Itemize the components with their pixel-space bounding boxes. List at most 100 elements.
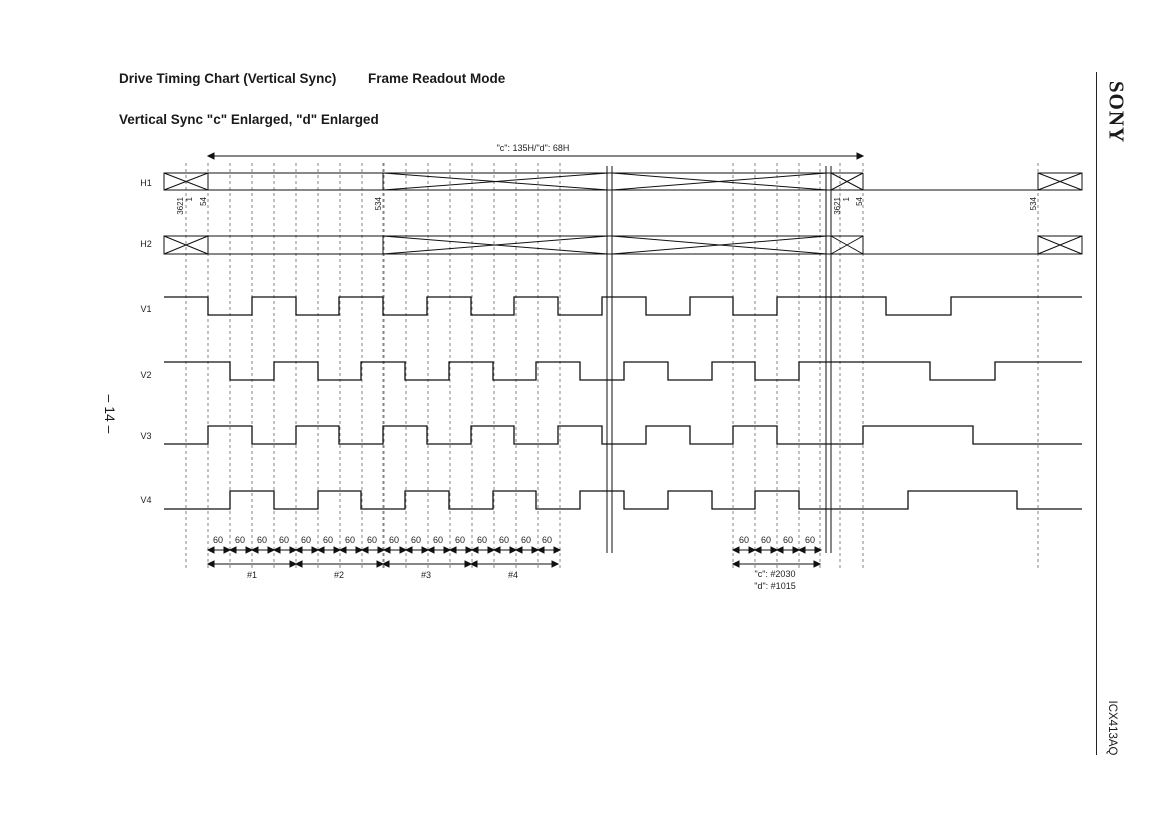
- pulse-width-arrow-head: [492, 546, 501, 554]
- pulse-width-label: 60: [455, 535, 465, 545]
- chart-title: Drive Timing Chart (Vertical Sync): [119, 71, 337, 86]
- pulse-width-arrow-head: [553, 546, 562, 554]
- group-label-1: #1: [247, 570, 257, 580]
- pulse-width-arrow-head: [797, 546, 806, 554]
- pulse-width-label: 60: [235, 535, 245, 545]
- span-arrow-head: [856, 152, 865, 160]
- pulse-width-arrow-head: [404, 546, 413, 554]
- pulse-width-arrow-head: [382, 546, 391, 554]
- h1-tick-3621-right: 3621: [833, 196, 842, 214]
- signal-label-v3: V3: [140, 431, 151, 441]
- pulse-width-arrow-head: [377, 546, 386, 554]
- span-arrow-head: [206, 152, 215, 160]
- pulse-width-arrow-head: [470, 546, 479, 554]
- pulse-width-arrow-head: [267, 546, 276, 554]
- h1-tick-54-right: 54: [855, 196, 864, 205]
- time-break-marks: [606, 166, 832, 553]
- h1-tick-54: 54: [199, 196, 208, 205]
- h1-tick-1-right: 1: [842, 196, 851, 201]
- group-span-arrow-head: [813, 560, 822, 568]
- pulse-width-label: 60: [323, 535, 333, 545]
- pulse-width-arrow-head: [448, 546, 457, 554]
- group-label-4: #4: [508, 570, 518, 580]
- signal-label-v1: V1: [140, 304, 151, 314]
- pulse-width-label: 60: [389, 535, 399, 545]
- pulse-width-label: 60: [367, 535, 377, 545]
- pulse-width-label: 60: [411, 535, 421, 545]
- h1-crossed-box: [163, 172, 209, 191]
- v1-waveform: [164, 296, 1082, 316]
- pulse-width-arrow-head: [792, 546, 801, 554]
- pulse-width-arrow-head: [272, 546, 281, 554]
- pulse-width-arrow-head: [465, 546, 474, 554]
- group-span-arrow-head: [469, 560, 478, 568]
- v2-waveform: [164, 361, 1082, 381]
- pulse-width-arrow-head: [316, 546, 325, 554]
- span-label: "c": 135H/"d": 68H: [497, 143, 570, 153]
- h1-band: [208, 172, 863, 191]
- pulse-width-label: 60: [477, 535, 487, 545]
- pulse-width-arrow-head: [536, 546, 545, 554]
- h2-band: [208, 235, 863, 255]
- pulse-width-arrow-head: [206, 546, 215, 554]
- h2-clock-hatch: [382, 235, 864, 255]
- timing-guide-lines: [185, 163, 1039, 570]
- pulse-width-arrow-head: [355, 546, 364, 554]
- h2-crossed-box: [163, 235, 209, 255]
- pulse-width-arrow-head: [487, 546, 496, 554]
- pulse-width-arrow-head: [228, 546, 237, 554]
- pulse-width-label: 60: [761, 535, 771, 545]
- group-span-arrow-head: [731, 560, 740, 568]
- group-label-3: #3: [421, 570, 431, 580]
- v4-waveform: [164, 490, 1082, 510]
- h2-crossed-box: [1037, 235, 1083, 255]
- h1-tick-534: 534: [374, 196, 383, 210]
- pulse-width-label: 60: [257, 535, 267, 545]
- pulse-width-label: 60: [783, 535, 793, 545]
- h1-crossed-box: [163, 172, 209, 191]
- group-span-arrow-head: [376, 560, 385, 568]
- h1-tick-3621: 3621: [176, 196, 185, 214]
- signal-label-v4: V4: [140, 495, 151, 505]
- pulse-width-arrow-head: [311, 546, 320, 554]
- signal-label-h1: H1: [140, 178, 152, 188]
- pulse-width-arrow-head: [514, 546, 523, 554]
- v3-waveform: [164, 425, 1082, 445]
- pulse-width-arrow-head: [333, 546, 342, 554]
- group-span-arrow-head: [206, 560, 215, 568]
- h1-clock-hatch: [382, 172, 864, 191]
- group-span-arrow-head: [294, 560, 303, 568]
- chart-subtitle: Vertical Sync "c" Enlarged, "d" Enlarged: [119, 112, 379, 127]
- margin-rule: [1096, 72, 1097, 755]
- pulse-width-arrow-head: [289, 546, 298, 554]
- pulse-width-label: 60: [213, 535, 223, 545]
- final-group-label-d: "d": #1015: [754, 581, 795, 591]
- signal-label-v2: V2: [140, 370, 151, 380]
- pulse-width-label: 60: [805, 535, 815, 545]
- pulse-width-label: 60: [521, 535, 531, 545]
- pulse-width-arrow-head: [443, 546, 452, 554]
- group-span-arrow-head: [464, 560, 473, 568]
- pulse-width-arrow-head: [748, 546, 757, 554]
- group-label-2: #2: [334, 570, 344, 580]
- group-span-arrow-head: [551, 560, 560, 568]
- pulse-width-arrow-head: [731, 546, 740, 554]
- final-group-label-c: "c": #2030: [755, 569, 796, 579]
- pulse-width-label: 60: [499, 535, 509, 545]
- pulse-width-arrow-head: [753, 546, 762, 554]
- pulse-width-arrow-head: [421, 546, 430, 554]
- pulse-width-label: 60: [345, 535, 355, 545]
- h1-crossed-box: [1037, 172, 1083, 191]
- pulse-width-arrow-head: [509, 546, 518, 554]
- pulse-width-arrow-head: [426, 546, 435, 554]
- dimension-arrows: [206, 152, 865, 568]
- readout-mode-label: Frame Readout Mode: [368, 71, 506, 86]
- h1-tick-1: 1: [185, 196, 194, 201]
- h2-crossed-box: [1037, 235, 1083, 255]
- pulse-width-arrow-head: [814, 546, 823, 554]
- h2-crossed-box: [163, 235, 209, 255]
- pulse-width-arrow-head: [245, 546, 254, 554]
- group-span-arrow-head: [289, 560, 298, 568]
- timing-waveforms: [164, 296, 1082, 510]
